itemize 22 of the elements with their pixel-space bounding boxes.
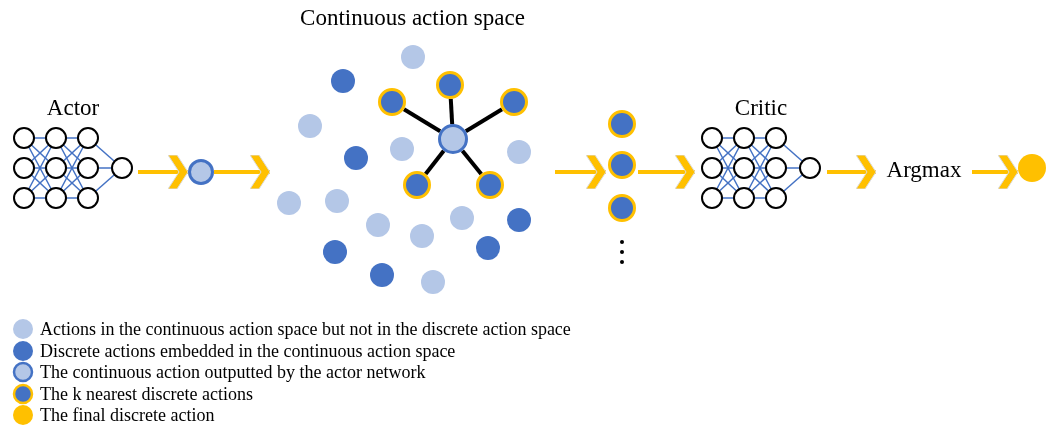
space-title: Continuous action space [299, 5, 526, 31]
nearest-action-circle [378, 88, 406, 116]
nearest-action-circle [476, 171, 504, 199]
connector-line [464, 107, 504, 133]
connector-line [402, 107, 442, 133]
legend-text: The continuous action outputted by the actor network [40, 362, 426, 382]
nearest-action-circle [436, 71, 464, 99]
connector-line [424, 149, 446, 176]
connector-line [448, 98, 455, 125]
legend-text: The k nearest discrete actions [40, 383, 253, 404]
network-title: Actor [45, 95, 101, 121]
legend-text: Actions in the continuous action space but not in the discrete action space [40, 319, 571, 339]
legend-text: Discrete actions embedded in the continuous action space [40, 340, 456, 361]
network-title: Critic [733, 95, 789, 121]
nearest-action-circle [500, 88, 528, 116]
final-action-circle [1018, 154, 1046, 182]
continuous-action-circle [188, 159, 214, 185]
nearest-action-circle [403, 171, 431, 199]
continuous-action-circle [438, 124, 468, 154]
connector-line [460, 149, 483, 176]
legend-text: The final discrete action [40, 405, 215, 425]
step-label: Argmax [885, 156, 963, 184]
